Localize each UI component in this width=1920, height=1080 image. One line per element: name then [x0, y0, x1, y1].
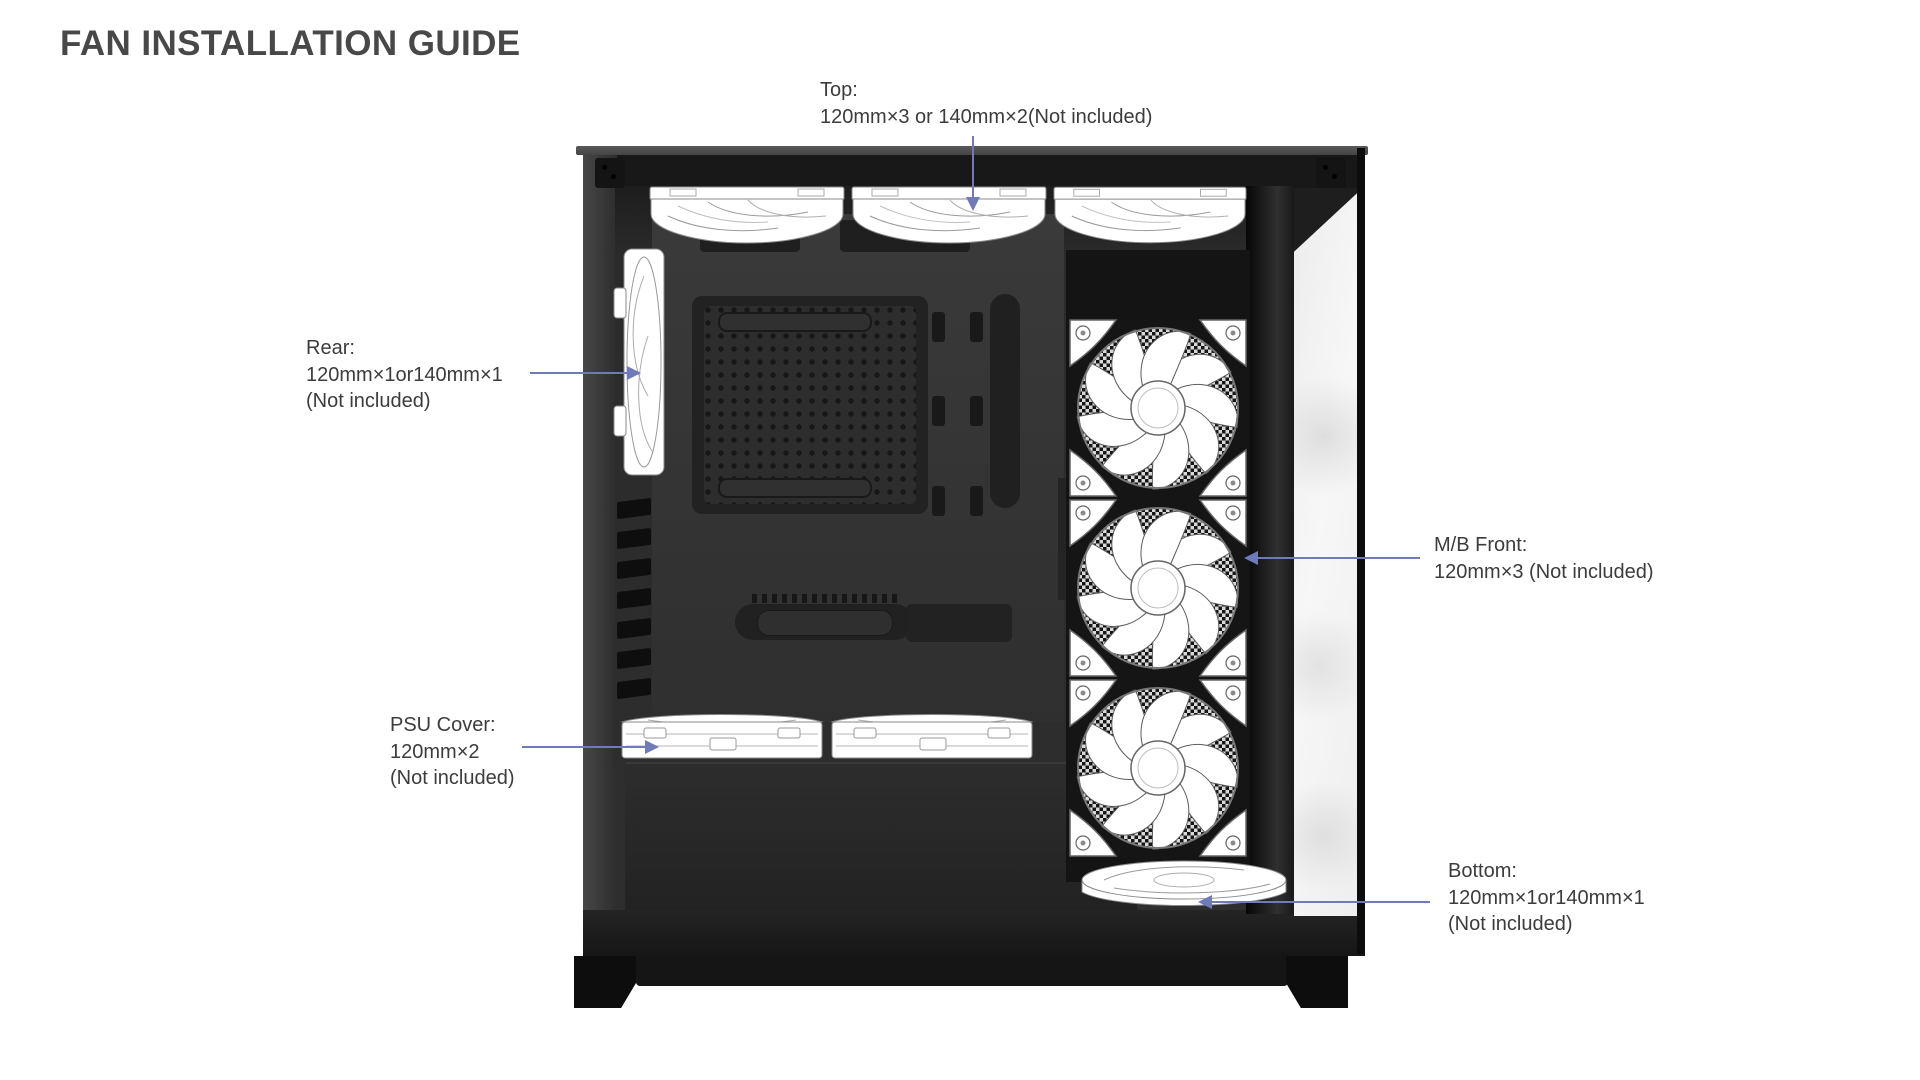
psu-cover-fan-label-spec: 120mm×2 — [390, 740, 480, 763]
mb-front-fan-label: M/B Front: 120mm×3 (Not included) — [1434, 532, 1654, 585]
cable-tie-slot — [932, 486, 945, 516]
case-top-edge — [576, 146, 1368, 155]
cable-tie-slot — [970, 486, 983, 516]
mount-slot-bar — [718, 478, 872, 498]
psu-cover-shroud — [625, 762, 1137, 916]
mb-front-fan-label-spec: 120mm×3 (Not included) — [1434, 560, 1654, 583]
bottom-fan-label-spec: 120mm×1or140mm×1 — [1448, 886, 1645, 909]
cable-tie-slot — [932, 396, 945, 426]
corner-bracket-right — [1316, 158, 1346, 188]
page-title: FAN INSTALLATION GUIDE — [60, 24, 521, 63]
perforated-plate — [704, 306, 916, 504]
mb-front-fan-label-heading: M/B Front: — [1434, 534, 1528, 556]
top-cable-cutout — [840, 220, 970, 252]
case-bottom-frame — [583, 910, 1365, 956]
corner-bracket-left — [595, 158, 625, 188]
case-foot-right — [1286, 956, 1348, 1008]
case-rear-wall — [583, 155, 617, 917]
rear-fan-label-heading: Rear: — [306, 337, 355, 359]
angled-cutout — [1058, 478, 1136, 600]
cable-tie-slot — [970, 396, 983, 426]
rear-fan-label-spec: 120mm×1or140mm×1 — [306, 363, 503, 386]
expansion-slots — [617, 497, 651, 700]
psu-cover-fan-label-heading: PSU Cover: — [390, 714, 496, 736]
case-foot-left — [574, 956, 636, 1008]
top-cable-cutout — [700, 220, 800, 252]
cable-tie-slot — [970, 312, 983, 342]
cable-tie-slot — [932, 312, 945, 342]
tempered-glass-panel — [1294, 193, 1357, 916]
case-bottom-trim — [636, 956, 1288, 986]
psu-cover-fan-label-note: (Not included) — [390, 767, 515, 789]
bottom-fan-label-heading: Bottom: — [1448, 860, 1517, 882]
case-front-pillar — [1246, 186, 1294, 914]
top-fan-label: Top: 120mm×3 or 140mm×2(Not included) — [820, 77, 1152, 130]
top-fan-label-spec: 120mm×3 or 140mm×2(Not included) — [820, 105, 1153, 128]
lower-cable-cutout — [906, 604, 1012, 642]
vent-slits — [752, 594, 900, 603]
mount-slot-bar — [718, 312, 872, 332]
bottom-fan-label: Bottom: 120mm×1or140mm×1 (Not included) — [1448, 858, 1645, 938]
cable-grommet-inner — [757, 610, 893, 636]
top-fan-label-heading: Top: — [820, 79, 858, 101]
vertical-cable-cutout — [990, 294, 1020, 508]
rear-fan-label-note: (Not included) — [306, 390, 431, 412]
case-top-frame — [583, 155, 1365, 188]
bottom-fan-label-note: (Not included) — [1448, 913, 1573, 935]
case-right-edge — [1357, 148, 1365, 954]
psu-cover-fan-label: PSU Cover: 120mm×2 (Not included) — [390, 712, 515, 792]
rear-fan-label: Rear: 120mm×1or140mm×1 (Not included) — [306, 335, 503, 415]
